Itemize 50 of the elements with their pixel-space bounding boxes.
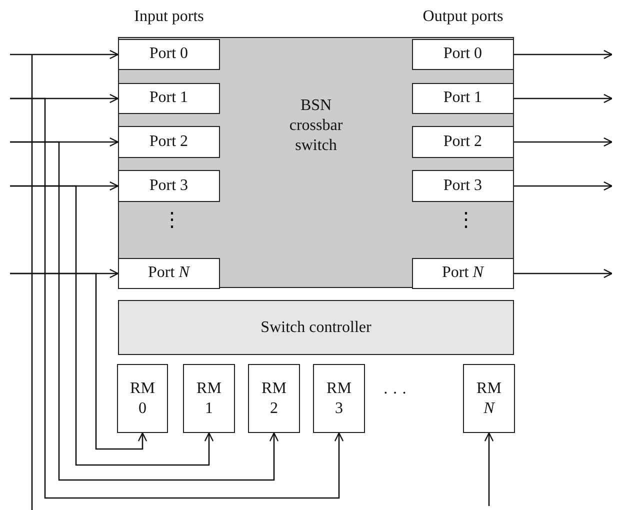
rm-box: [463, 364, 515, 433]
switch-label: BSN crossbar switch: [288, 96, 344, 156]
vertical-ellipsis: ⋮: [456, 210, 476, 230]
rm-box: [117, 364, 168, 433]
controller-box: [118, 300, 514, 355]
rm-connector: [10, 272, 148, 450]
node-label: Port 3: [443, 176, 482, 196]
output-arrow: [514, 94, 613, 104]
node-label: RM 1: [196, 378, 222, 418]
rm-box: [313, 364, 365, 433]
port-box: [118, 82, 220, 114]
output-arrow: [514, 268, 613, 278]
rm-connector: [10, 185, 214, 466]
port-box: [412, 258, 514, 289]
node-label: Port 1: [149, 88, 188, 108]
rm-connector: [10, 98, 344, 499]
crossbar-switch-box: [118, 37, 514, 288]
node-label: RM 0: [129, 378, 156, 418]
port-box: [118, 126, 220, 158]
port-box: [412, 82, 514, 114]
rm-connector: [10, 141, 279, 481]
heading: Output ports: [422, 8, 504, 26]
rm-connector: [484, 432, 494, 506]
output-arrow: [514, 137, 613, 147]
node-label: RM N: [476, 378, 502, 418]
ellipsis: · · ·: [382, 385, 408, 403]
node-label: RM 2: [260, 378, 288, 418]
input-arrow: [9, 50, 119, 510]
port-box: [118, 170, 220, 202]
node-label: Port N: [148, 263, 190, 284]
node-label: Port 1: [443, 88, 482, 108]
node-label: Port 2: [443, 132, 482, 152]
vertical-ellipsis: ⋮: [162, 210, 182, 230]
node-label: Port 0: [443, 44, 482, 64]
heading: Input ports: [133, 8, 205, 26]
node-label: Port 0: [149, 44, 188, 64]
node-label: Switch controller: [260, 318, 372, 338]
port-box: [412, 170, 514, 202]
output-arrow: [514, 50, 613, 60]
node-label: RM 3: [326, 378, 352, 418]
node-label: Port 3: [149, 176, 188, 196]
port-box: [412, 38, 514, 70]
rm-box: [248, 364, 300, 433]
output-arrow: [514, 181, 613, 191]
port-box: [412, 126, 514, 158]
node-label: Port N: [442, 263, 484, 284]
node-label: Port 2: [149, 132, 188, 152]
port-box: [118, 38, 220, 70]
rm-box: [183, 364, 235, 433]
port-box: [118, 258, 220, 289]
